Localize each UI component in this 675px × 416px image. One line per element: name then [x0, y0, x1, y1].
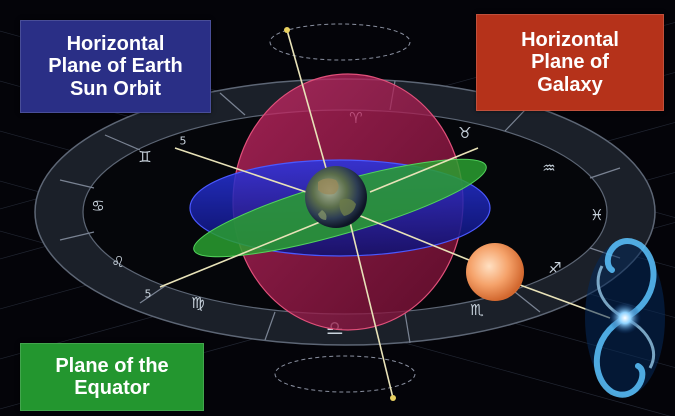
galaxy-plane-line: Horizontal [521, 28, 619, 51]
galaxy-plane-line: Plane of [531, 51, 609, 74]
zodiac-glyph: ♒ [542, 159, 555, 177]
zodiac-glyph: ♌ [111, 253, 124, 271]
axis-pole-top [284, 27, 290, 33]
spiral-galaxy-icon [585, 238, 665, 398]
equator-plane-line: Plane of the [55, 354, 169, 377]
galaxy-plane-line: Galaxy [537, 73, 603, 96]
ring-number: 5 [145, 288, 152, 301]
zodiac-glyph: ♍ [191, 294, 204, 312]
ring-number: 5 [180, 135, 187, 148]
equator-plane-label: Plane of the Equator [20, 343, 204, 411]
earth-sun-orbit-label: Horizontal Plane of Earth Sun Orbit [20, 20, 211, 113]
top-dashed-orbit [269, 23, 411, 61]
zodiac-glyph: ♋ [91, 197, 104, 215]
galaxy-plane-label: Horizontal Plane of Galaxy [476, 14, 664, 111]
earth-globe-icon [305, 166, 367, 228]
earth-sun-orbit-line: Plane of Earth [48, 55, 183, 78]
zodiac-glyph: ♓ [590, 206, 603, 224]
earth-sun-orbit-line: Sun Orbit [69, 77, 162, 100]
zodiac-glyph: ♐ [548, 259, 561, 277]
zodiac-glyph: ♉ [458, 124, 471, 142]
sun-icon [466, 243, 524, 301]
earth-sun-orbit-line: Horizontal [66, 32, 165, 55]
bottom-dashed-orbit [274, 355, 416, 393]
equator-plane-line: Equator [74, 377, 150, 399]
zodiac-glyph: ♊ [138, 148, 151, 166]
axis-pole-bottom [390, 395, 396, 401]
zodiac-glyph: ♏ [470, 301, 484, 319]
